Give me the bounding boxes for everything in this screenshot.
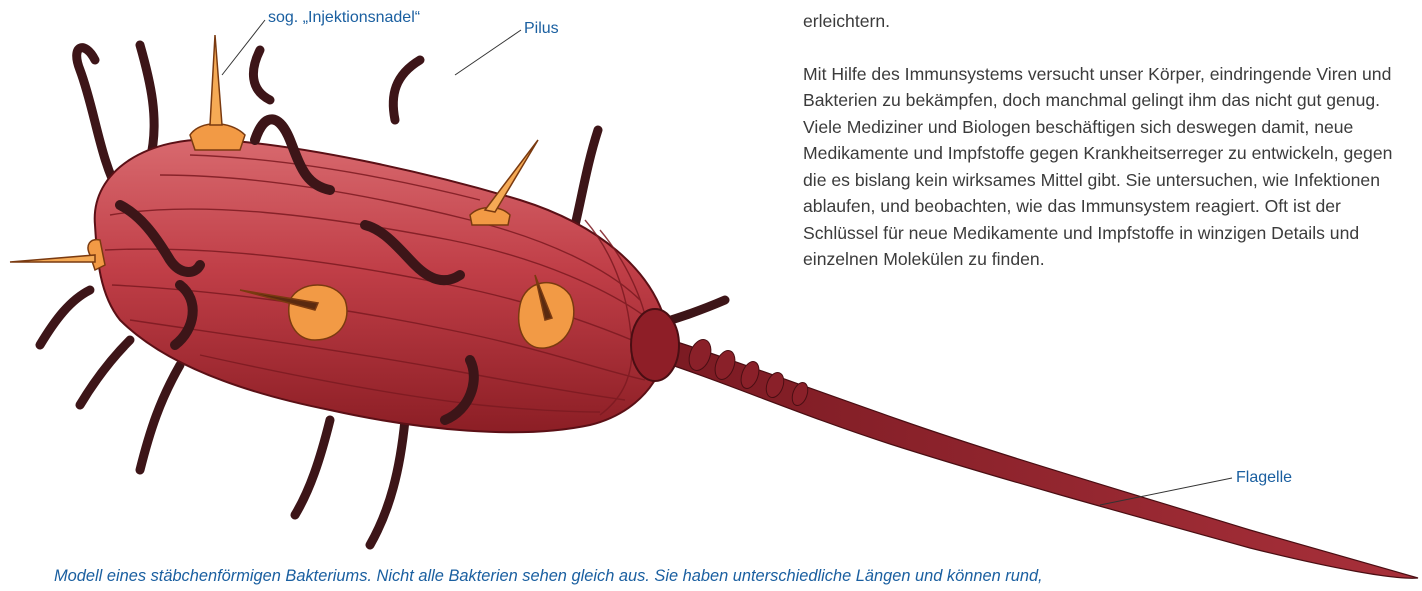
figure-caption: Modell eines stäbchenförmigen Bakteriums… (54, 566, 1384, 586)
pilus-label: Pilus (524, 20, 559, 38)
flagellum-label: Flagelle (1236, 469, 1292, 487)
article-text: erleichtern. Mit Hilfe des Immunsystems … (803, 8, 1408, 273)
needle-label: sog. „Injektionsnadel“ (268, 9, 420, 27)
flagellum (650, 335, 1418, 578)
intro-end-text: erleichtern. (803, 8, 1408, 35)
body-paragraph: Mit Hilfe des Immunsystems versucht unse… (803, 61, 1408, 273)
body-pole (631, 309, 679, 381)
